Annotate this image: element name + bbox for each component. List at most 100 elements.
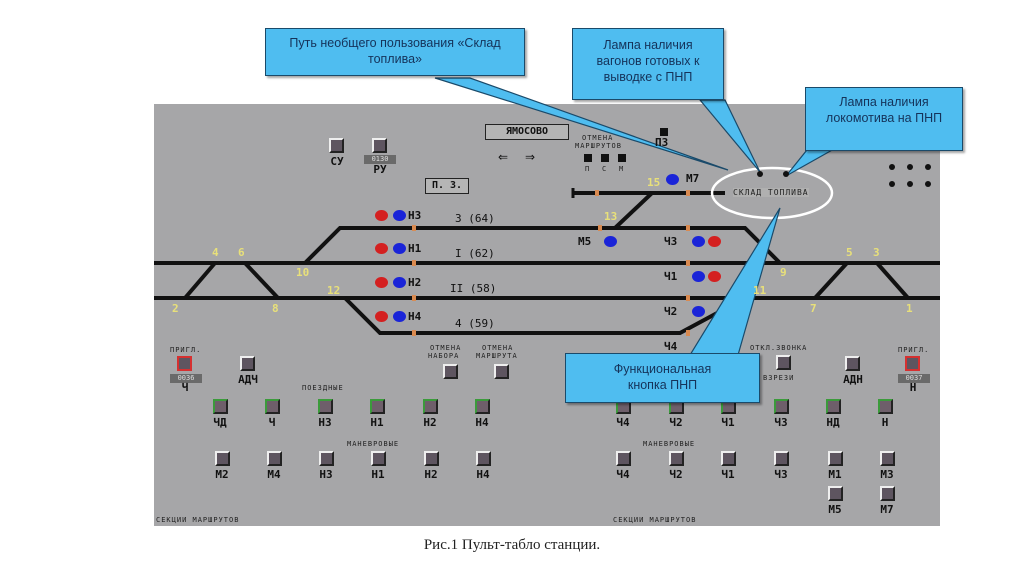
p3-label: П3 <box>655 136 669 149</box>
ru-label: РУ <box>373 163 387 176</box>
cancel-routes-title-2: МАРШРУТОВ <box>575 142 622 150</box>
cancel-route-s-button[interactable] <box>601 154 609 162</box>
left-shunt-route-label: Н4 <box>476 468 490 481</box>
su-button[interactable] <box>329 138 344 153</box>
siding-label: СКЛАД ТОПЛИВА <box>733 188 809 197</box>
signal-h4-blue-lamp <box>393 311 406 322</box>
indicator-dot <box>907 164 913 170</box>
right-shunt-route-label: М1 <box>828 468 842 481</box>
cancel-route-m-label: М <box>619 165 625 173</box>
cancel-route-s-label: С <box>602 165 608 173</box>
adn-button[interactable] <box>845 356 860 371</box>
left-shunt-route-button[interactable] <box>319 451 334 466</box>
shunt-button-m5[interactable] <box>828 486 843 501</box>
left-shunt-route-label: Н1 <box>371 468 385 481</box>
switch-11-label: 11 <box>753 284 767 297</box>
callout-wagons-lamp: Лампа наличия вагонов готовых к выводке … <box>572 28 724 100</box>
switch-12-label: 12 <box>327 284 341 297</box>
track-4 <box>343 296 746 335</box>
left-shunt-route-label: М4 <box>267 468 281 481</box>
left-direction-arrow-icon[interactable]: ⇐ <box>498 150 509 164</box>
track-2-label: II (58) <box>450 282 497 295</box>
left-train-route-button[interactable] <box>265 399 280 414</box>
cancel-route-button[interactable] <box>494 364 509 379</box>
right-invite-button-label: Н <box>909 381 917 394</box>
right-shunt-route-button[interactable] <box>721 451 736 466</box>
signal-ch3-label: Ч3 <box>664 235 678 248</box>
right-invite-button[interactable] <box>905 356 920 371</box>
right-train-route-label: Н <box>881 416 889 429</box>
track-4-label: 4 (59) <box>455 317 495 330</box>
signal-ch3-blue-lamp <box>692 236 705 247</box>
left-shunt-route-button[interactable] <box>371 451 386 466</box>
right-train-route-label: Ч3 <box>774 416 788 429</box>
signal-h3-blue-lamp <box>393 210 406 221</box>
signal-ch1-label: Ч1 <box>664 270 678 283</box>
signal-h2-blue-lamp <box>393 277 406 288</box>
adch-button[interactable] <box>240 356 255 371</box>
siding-link <box>613 191 654 230</box>
switch-1-label: 1 <box>906 302 913 315</box>
left-shunt-route-button[interactable] <box>424 451 439 466</box>
signal-h1-red-lamp <box>375 243 388 254</box>
bell-off-label: ОТКЛ.ЗВОНКА <box>750 344 808 352</box>
cancel-route-m-button[interactable] <box>618 154 626 162</box>
right-shunt-route-label: Ч3 <box>774 468 788 481</box>
station-name: ЯМОСОВО <box>485 124 569 140</box>
right-invite-label: ПРИГЛ. <box>898 346 930 354</box>
switch-7-label: 7 <box>810 302 817 315</box>
left-train-route-button[interactable] <box>318 399 333 414</box>
left-train-route-button[interactable] <box>370 399 385 414</box>
switch-6-label: 6 <box>238 246 245 259</box>
right-train-route-label: Ч4 <box>616 416 630 429</box>
cancel-route-title-2: МАРШРУТА <box>476 352 518 360</box>
signal-h2-label: Н2 <box>408 276 422 289</box>
shunt-button-m7[interactable] <box>880 486 895 501</box>
callout-pointer-wagons <box>698 99 761 173</box>
right-direction-arrow-icon[interactable]: ⇒ <box>525 150 536 164</box>
bell-off-button[interactable] <box>776 355 791 370</box>
left-shunt-route-label: М2 <box>215 468 229 481</box>
right-shunt-route-button[interactable] <box>669 451 684 466</box>
left-train-route-button[interactable] <box>475 399 490 414</box>
right-train-route-button[interactable] <box>826 399 841 414</box>
left-train-route-label: Ч <box>268 416 276 429</box>
ru-counter: 0130 <box>364 155 396 164</box>
right-invite-counter: 0037 <box>898 374 930 383</box>
right-shunt-title: МАНЕВРОВЫЕ <box>643 440 696 448</box>
switch-8-label: 8 <box>272 302 279 315</box>
indicator-dot <box>925 164 931 170</box>
left-invite-button[interactable] <box>177 356 192 371</box>
right-shunt-route-button[interactable] <box>880 451 895 466</box>
left-shunt-route-button[interactable] <box>215 451 230 466</box>
right-shunt-route-button[interactable] <box>616 451 631 466</box>
p3-lamp <box>660 128 668 136</box>
switch-4-label: 4 <box>212 246 219 259</box>
left-shunt-route-button[interactable] <box>476 451 491 466</box>
right-train-route-label: Ч2 <box>669 416 683 429</box>
left-train-route-button[interactable] <box>213 399 228 414</box>
cancel-route-p-button[interactable] <box>584 154 592 162</box>
right-sections-label: СЕКЦИИ МАРШРУТОВ <box>613 516 697 524</box>
ru-button[interactable] <box>372 138 387 153</box>
signal-ch2-blue-lamp <box>692 306 705 317</box>
right-shunt-route-label: М3 <box>880 468 894 481</box>
right-train-route-label: Ч1 <box>721 416 735 429</box>
signal-h1-label: Н1 <box>408 242 422 255</box>
left-shunt-route-button[interactable] <box>267 451 282 466</box>
su-label: СУ <box>330 155 344 168</box>
left-train-route-button[interactable] <box>423 399 438 414</box>
right-shunt-route-label: Ч1 <box>721 468 735 481</box>
left-train-route-label: ЧД <box>213 416 227 429</box>
cancel-set-button[interactable] <box>443 364 458 379</box>
left-shunt-route-label: Н2 <box>424 468 438 481</box>
right-train-route-button[interactable] <box>878 399 893 414</box>
right-shunt-route-button[interactable] <box>828 451 843 466</box>
right-train-route-button[interactable] <box>774 399 789 414</box>
right-shunt-route-button[interactable] <box>774 451 789 466</box>
right-shunt-route-label: Ч4 <box>616 468 630 481</box>
callout-siding: Путь необщего пользования «Склад топлива… <box>265 28 525 76</box>
signal-ch3-red-lamp <box>708 236 721 247</box>
crossover-7-5 <box>813 261 849 300</box>
signal-h4-label: Н4 <box>408 310 422 323</box>
